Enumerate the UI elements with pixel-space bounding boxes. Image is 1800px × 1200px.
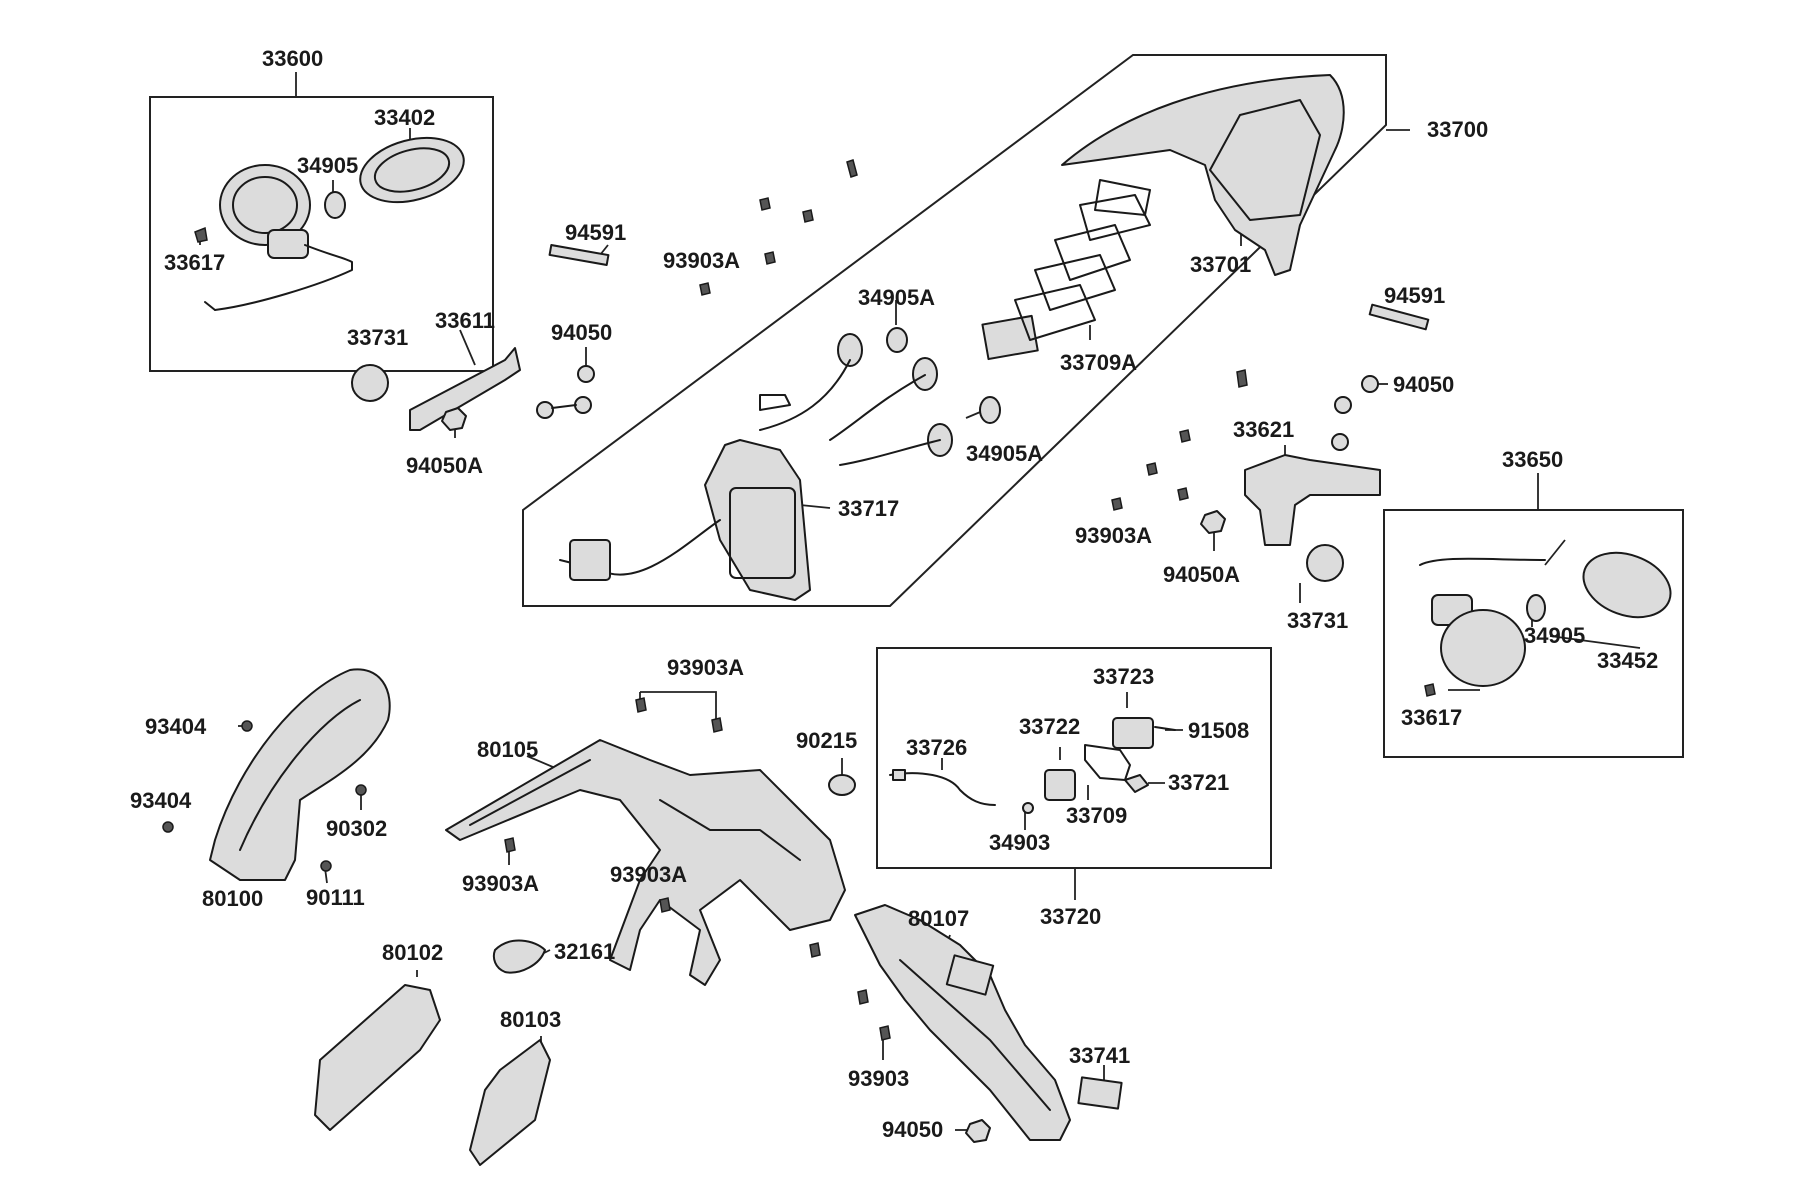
license-lamp-group-33720 (889, 717, 1176, 814)
nut-94050A-right (1200, 510, 1226, 534)
label-93404-a: 93404 (145, 714, 207, 739)
label-33722: 33722 (1019, 714, 1080, 739)
label-80105: 80105 (477, 737, 538, 762)
label-80107: 80107 (908, 906, 969, 931)
turn-signal-left (204, 164, 353, 311)
label-33741: 33741 (1069, 1043, 1130, 1068)
label-33611: 33611 (435, 308, 495, 333)
label-93903A-right: 93903A (1075, 523, 1152, 548)
nuts-94050-right (1331, 375, 1379, 451)
label-90111: 90111 (306, 885, 365, 910)
label-34905A-top: 34905A (858, 285, 935, 310)
label-94591-right: 94591 (1384, 283, 1445, 308)
label-32161: 32161 (554, 939, 615, 964)
label-93903: 93903 (848, 1066, 909, 1091)
reflector-94591-top (548, 244, 610, 266)
reflector-33741 (1077, 1076, 1123, 1110)
frame-33720 (876, 647, 1272, 869)
label-33700: 33700 (1427, 117, 1488, 142)
label-33731-right: 33731 (1287, 608, 1348, 633)
label-33723: 33723 (1093, 664, 1154, 689)
label-94591-top: 94591 (565, 220, 626, 245)
turn-signal-right (1419, 557, 1546, 687)
screw-33617-right (1424, 683, 1436, 697)
label-33726: 33726 (906, 735, 967, 760)
nut-94050-bottom (965, 1119, 991, 1143)
label-33709A: 33709A (1060, 350, 1137, 375)
label-33452: 33452 (1597, 648, 1658, 673)
label-33720: 33720 (1040, 904, 1101, 929)
cap-33731-left (351, 364, 389, 402)
label-93903A-top: 93903A (663, 248, 740, 273)
mudguard-80105 (445, 739, 846, 986)
bolts-fender (162, 720, 367, 872)
bracket-33611 (409, 347, 521, 431)
mud-flap-80102 (314, 984, 441, 1131)
label-33621: 33621 (1233, 417, 1294, 442)
screw-33617-left (194, 226, 208, 243)
label-33701: 33701 (1190, 252, 1251, 277)
screws-93903A-center (504, 697, 723, 913)
bracket-33621 (1244, 454, 1381, 546)
license-bracket-80107 (854, 904, 1071, 1141)
label-94050-bottom: 94050 (882, 1117, 943, 1142)
nut-94050A-left (441, 407, 467, 431)
label-34905A-mid: 34905A (966, 441, 1043, 466)
frame-33600 (149, 96, 494, 372)
bulb-34905-right (1526, 594, 1546, 622)
label-93903A-low2: 93903A (610, 862, 687, 887)
grommet-90215 (828, 774, 856, 796)
label-33402: 33402 (374, 105, 435, 130)
clip-32161 (492, 939, 546, 974)
label-93903A-center: 93903A (667, 655, 744, 680)
reflector-94591-right (1368, 303, 1430, 331)
frame-33700 (522, 54, 1387, 607)
lens-stack-33709A (981, 179, 1151, 361)
label-33600: 33600 (262, 46, 323, 71)
label-33717: 33717 (838, 496, 899, 521)
sockets-34905A (759, 327, 1001, 466)
screws-93903A-right (1111, 369, 1248, 511)
mud-flap-80103 (469, 1039, 551, 1166)
label-33617-right: 33617 (1401, 705, 1462, 730)
screws-top (699, 159, 858, 296)
lens-33402 (359, 136, 465, 204)
label-94050A-left: 94050A (406, 453, 483, 478)
bulb-34905-left (324, 191, 346, 219)
label-94050-mid: 94050 (551, 320, 612, 345)
label-33709: 33709 (1066, 803, 1127, 828)
label-94050A-right: 94050A (1163, 562, 1240, 587)
label-33650: 33650 (1502, 447, 1563, 472)
assembly-frames (149, 54, 1684, 869)
label-93903A-low1: 93903A (462, 871, 539, 896)
label-33731-left: 33731 (347, 325, 408, 350)
label-80102: 80102 (382, 940, 443, 965)
label-33721: 33721 (1168, 770, 1229, 795)
lens-33452 (1582, 551, 1672, 619)
label-80103: 80103 (500, 1007, 561, 1032)
part-number-labels: 33600 33402 34905 33617 94591 93903A 349… (130, 46, 1658, 1142)
screws-93903 (809, 942, 891, 1041)
label-94050-right: 94050 (1393, 372, 1454, 397)
label-90302: 90302 (326, 816, 387, 841)
label-34905-right: 34905 (1524, 623, 1585, 648)
cap-33731-right (1306, 544, 1344, 582)
label-91508: 91508 (1188, 718, 1249, 743)
label-34905-left: 34905 (297, 153, 358, 178)
rear-cowl-33701 (1061, 74, 1345, 276)
label-80100: 80100 (202, 886, 263, 911)
label-33617-left: 33617 (164, 250, 225, 275)
fender-80100 (209, 668, 391, 881)
nuts-94050-mid (536, 365, 595, 419)
tail-lamp-33717 (559, 439, 811, 601)
label-93404-b: 93404 (130, 788, 192, 813)
label-34903: 34903 (989, 830, 1050, 855)
label-90215: 90215 (796, 728, 857, 753)
frame-33650 (1383, 509, 1684, 758)
